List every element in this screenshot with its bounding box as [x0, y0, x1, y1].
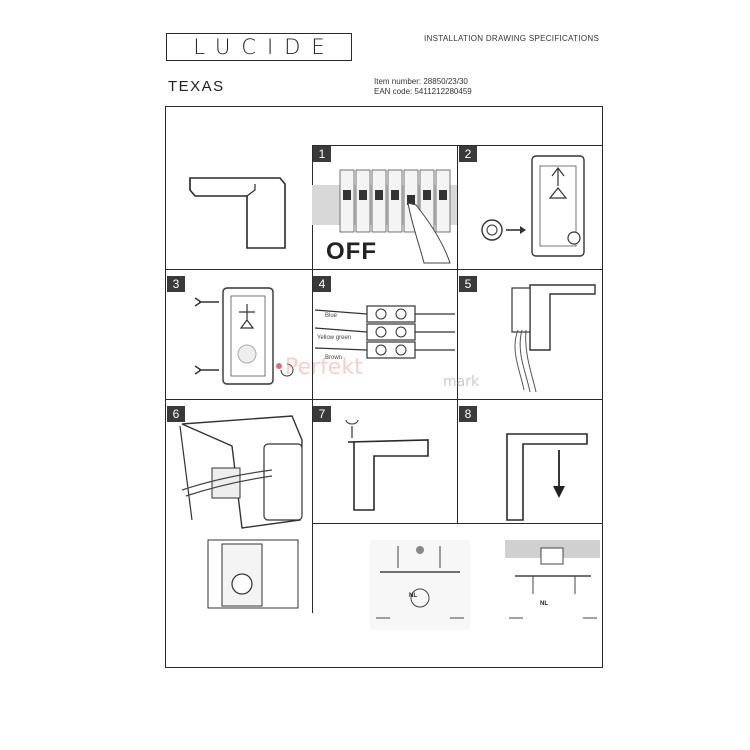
step-number-1: 1 [313, 146, 331, 162]
alt-mount-illustration-b [505, 540, 600, 619]
breaker-panel-illustration [312, 169, 457, 264]
col-divider-r2a [312, 269, 314, 399]
watermark-part2: mark [443, 374, 480, 390]
step-number-8: 8 [459, 406, 477, 422]
product-name: TEXAS [168, 78, 225, 95]
assembly-illustration [179, 415, 303, 609]
lamp-wiring-illustration [511, 284, 596, 393]
col-divider-r2b [457, 269, 459, 399]
off-label: OFF [326, 238, 377, 265]
step-number-2: 2 [459, 146, 477, 162]
document-title: INSTALLATION DRAWING SPECIFICATIONS [424, 34, 600, 43]
mounting-box-illustration-step2 [481, 155, 585, 257]
product-meta: Item number: 28850/23/30 EAN code: 54112… [374, 77, 472, 97]
mounting-box-illustration-step3 [194, 287, 294, 385]
lamp-overview-illustration [189, 177, 286, 249]
wire-label-brown: Brown [325, 355, 343, 361]
step-number-7: 7 [313, 406, 331, 422]
watermark-part1: Perfekt [285, 355, 363, 380]
terminal-block-illustration [314, 305, 455, 359]
lamp-final-illustration [506, 433, 588, 521]
step-number-3: 3 [167, 276, 185, 292]
alt-mount-illustration-a [370, 540, 470, 630]
nl-badge-a: NL [409, 593, 417, 599]
row-divider-2 [166, 399, 602, 401]
ean-code: EAN code: 5411212280459 [374, 87, 472, 96]
col-divider-r3b [457, 399, 459, 523]
item-number: Item number: 28850/23/30 [374, 77, 468, 86]
brand-logo: LUCIDE [166, 33, 352, 61]
lamp-screw-illustration [345, 419, 429, 511]
brand-logo-text: LUCIDE [193, 35, 336, 59]
wire-label-blue: Blue [325, 313, 338, 319]
col-divider-r1b [457, 145, 459, 269]
row-divider-1 [166, 269, 602, 271]
wire-label-yellow-green: Yellow green [317, 335, 352, 341]
step-number-4: 4 [313, 276, 331, 292]
nl-badge-b: NL [540, 601, 548, 607]
row-divider-top [312, 145, 602, 147]
instruction-frame [165, 106, 603, 668]
row-divider-3 [312, 523, 602, 525]
step-number-6: 6 [167, 406, 185, 422]
step-number-5: 5 [459, 276, 477, 292]
col-divider-r3a [312, 399, 314, 613]
